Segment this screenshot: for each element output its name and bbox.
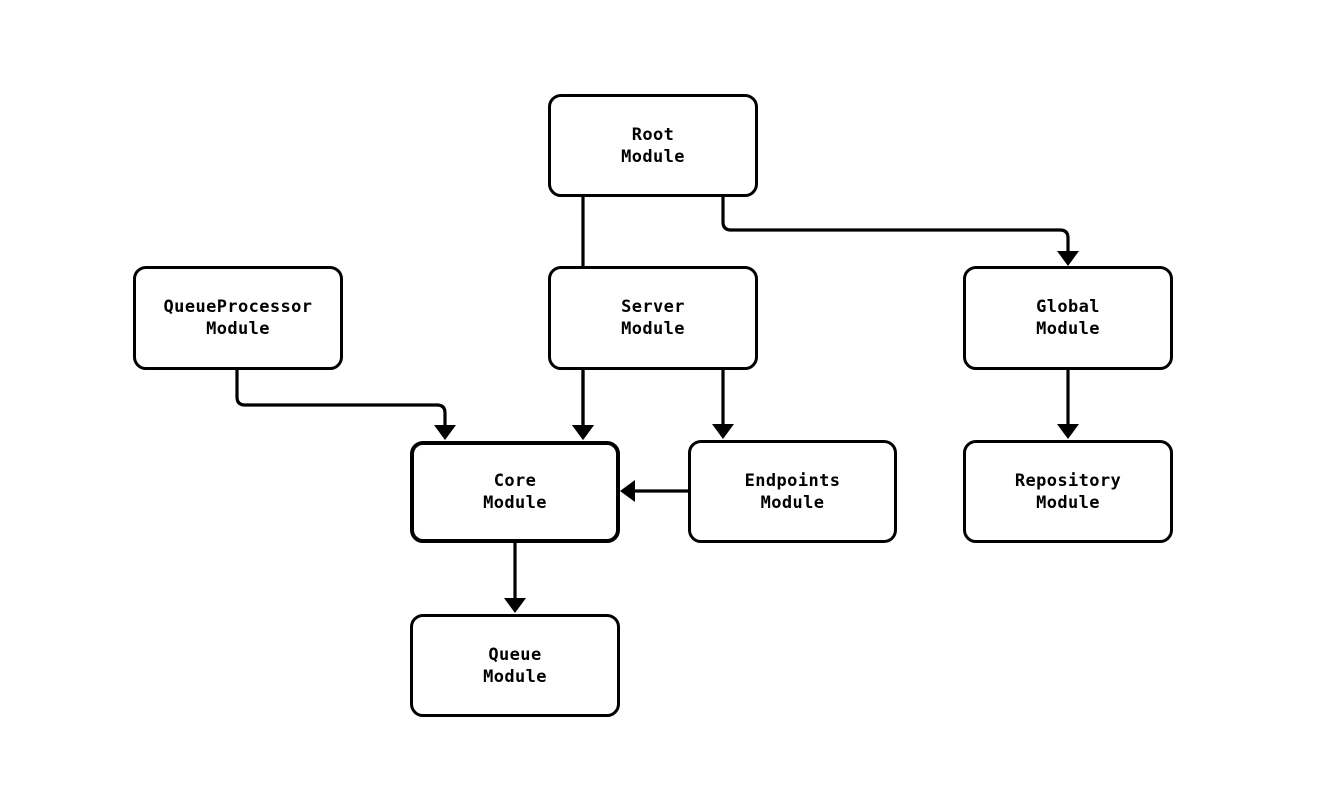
- arrowhead-global-repository: [1057, 424, 1079, 439]
- node-server-module-label: Server Module: [621, 297, 685, 339]
- node-global-module[interactable]: Global Module: [963, 266, 1173, 370]
- arrowhead-endpoints-core: [620, 480, 635, 502]
- edge-queueprocessor-core: [235, 370, 447, 432]
- arrowhead-core-queue: [504, 598, 526, 613]
- node-queue-module[interactable]: Queue Module: [410, 614, 620, 717]
- edge-root-global: [721, 197, 1070, 258]
- arrowhead-server-core: [572, 425, 594, 440]
- arrowhead-root-global: [1057, 251, 1079, 266]
- arrowhead-queueprocessor-core: [434, 425, 456, 440]
- node-repository-module[interactable]: Repository Module: [963, 440, 1173, 543]
- node-endpoints-module[interactable]: Endpoints Module: [688, 440, 897, 543]
- node-root-module[interactable]: Root Module: [548, 94, 758, 197]
- node-queueprocessor-module-label: QueueProcessor Module: [163, 297, 313, 339]
- arrowhead-server-endpoints: [712, 424, 734, 439]
- node-queueprocessor-module[interactable]: QueueProcessor Module: [133, 266, 343, 370]
- node-queue-module-label: Queue Module: [483, 644, 547, 687]
- node-server-module[interactable]: Server Module: [548, 266, 758, 370]
- node-core-module[interactable]: Core Module: [410, 441, 620, 543]
- node-core-module-label: Core Module: [483, 471, 547, 513]
- node-endpoints-module-label: Endpoints Module: [744, 470, 841, 513]
- arrowhead-root-server: [572, 425, 594, 440]
- node-root-module-label: Root Module: [621, 124, 685, 167]
- node-repository-module-label: Repository Module: [1014, 470, 1122, 513]
- node-global-module-label: Global Module: [1036, 297, 1100, 339]
